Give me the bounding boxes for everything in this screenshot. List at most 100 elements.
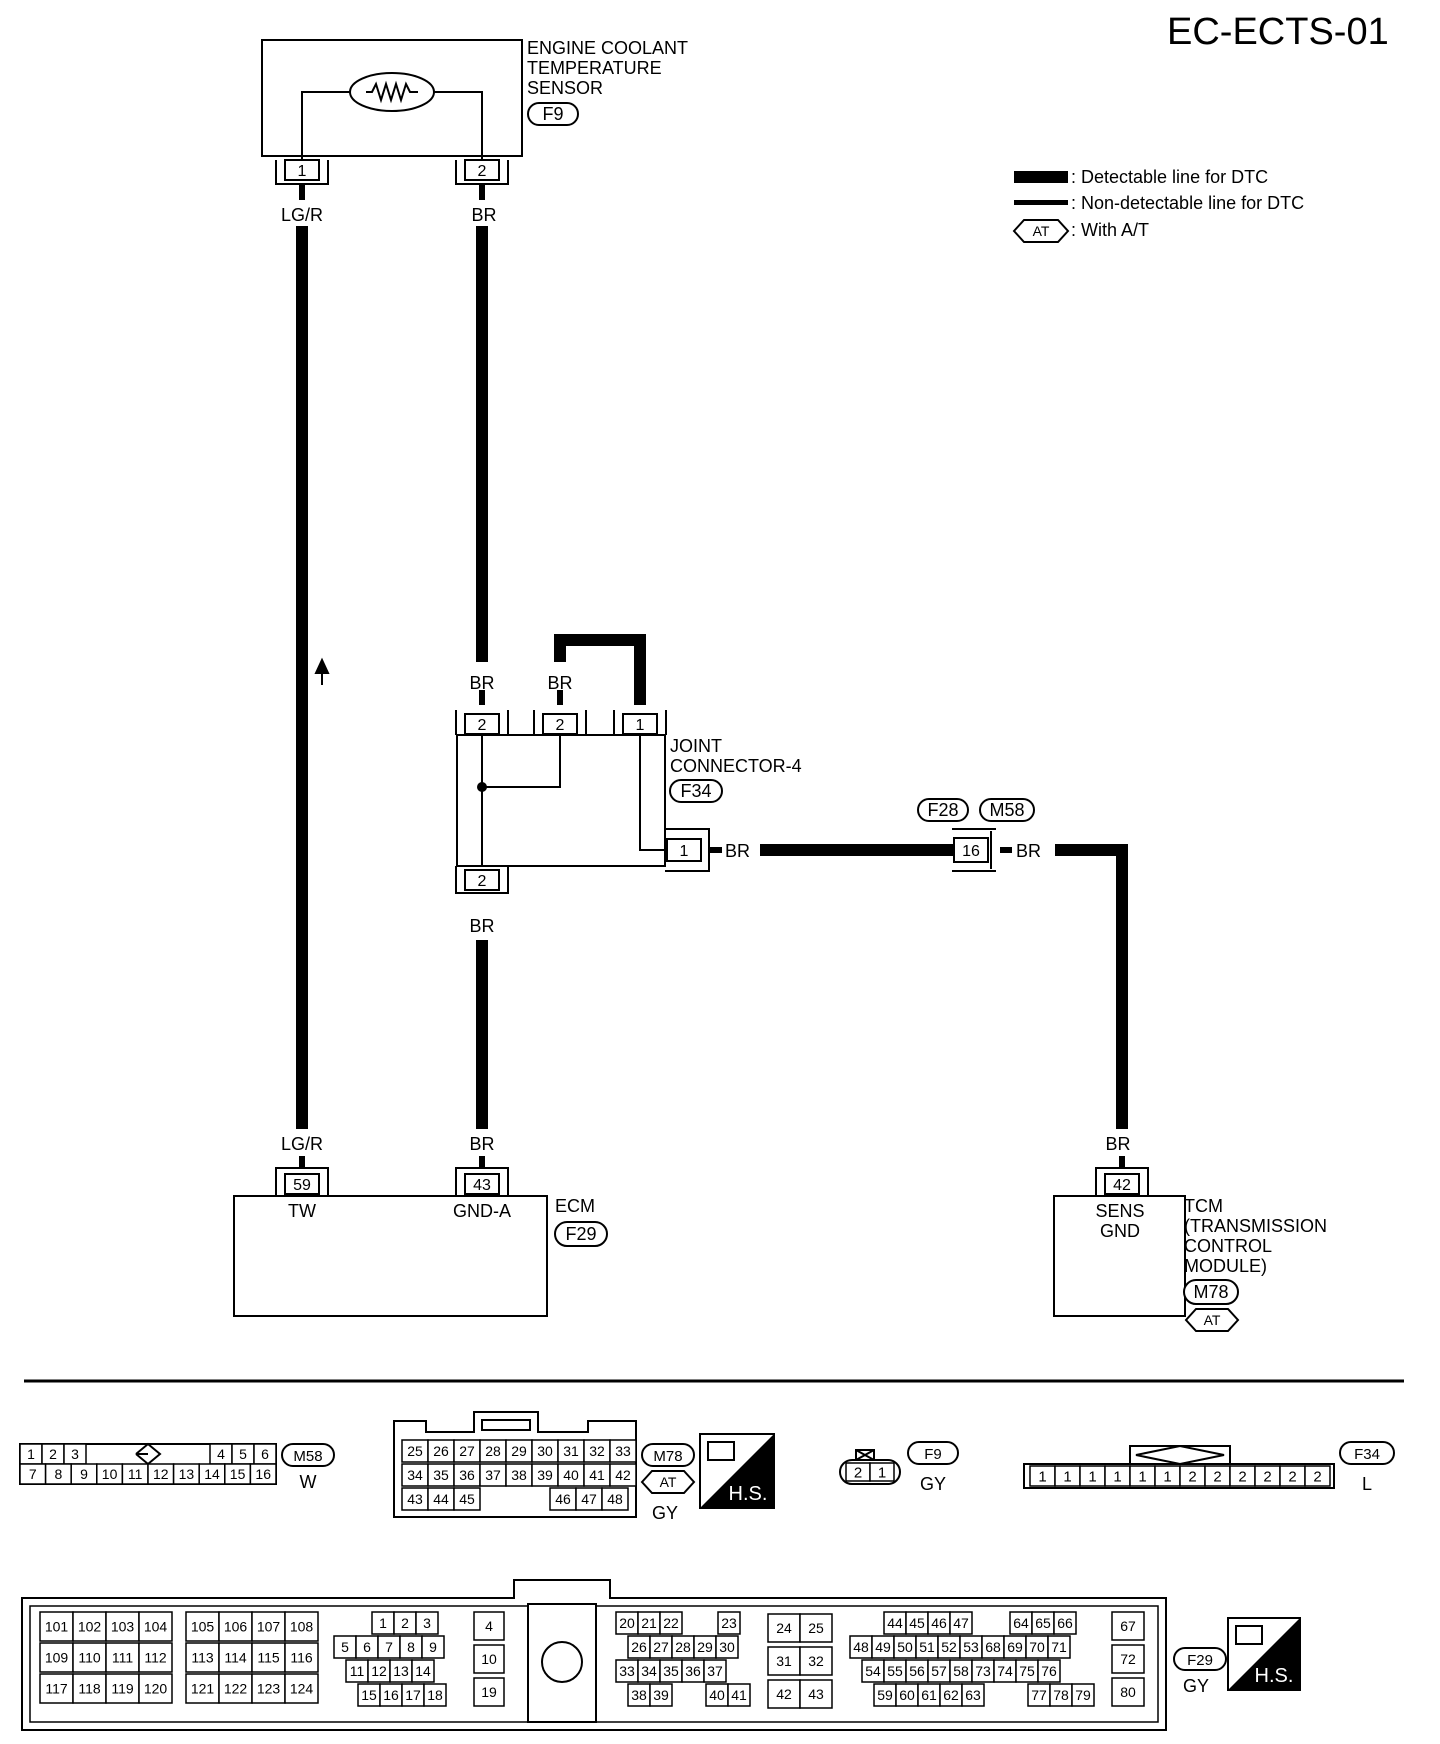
svg-text:10: 10 <box>102 1466 118 1482</box>
svg-text:112: 112 <box>144 1650 167 1666</box>
wire-label-lgr-bottom: LG/R <box>281 1134 323 1154</box>
f29-pin-62: 62 <box>939 1683 963 1707</box>
svg-text:41: 41 <box>589 1467 605 1483</box>
f29-pin-108: 108 <box>284 1611 319 1642</box>
m78-pin-37: 37 <box>479 1463 507 1487</box>
svg-text:26: 26 <box>631 1639 647 1655</box>
ecm-terminal-tw: TW <box>288 1201 316 1221</box>
wire-label-br-ecm: BR <box>469 1134 494 1154</box>
svg-text:1: 1 <box>298 163 307 180</box>
f29-pin-65: 65 <box>1031 1611 1055 1635</box>
m78-hs-badge: H.S. <box>699 1433 775 1509</box>
m78-badge <box>641 1443 695 1467</box>
tcm-name-line4: MODULE) <box>1184 1256 1267 1276</box>
svg-text:33: 33 <box>619 1663 635 1679</box>
svg-text:118: 118 <box>78 1681 101 1697</box>
f29-pin-9: 9 <box>421 1635 445 1659</box>
m78-pin-40: 40 <box>557 1463 585 1487</box>
svg-text:2: 2 <box>1238 1468 1246 1485</box>
svg-text:1: 1 <box>1138 1468 1146 1485</box>
f29-pin-26: 26 <box>627 1635 651 1659</box>
svg-text:61: 61 <box>921 1687 937 1703</box>
legend: : Detectable line for DTC : Non-detectab… <box>1012 167 1304 243</box>
wire-br-harness-to-tcm <box>1055 844 1128 1129</box>
svg-text:123: 123 <box>257 1681 281 1697</box>
wire-label-br-harness-right: BR <box>1016 841 1041 861</box>
m58-pin-13: 13 <box>172 1463 200 1485</box>
joint-name-line2: CONNECTOR-4 <box>670 756 802 776</box>
f34-tab <box>1129 1445 1231 1465</box>
f34-badge <box>1339 1441 1395 1465</box>
sensor-name-line1: ENGINE COOLANT <box>527 38 688 58</box>
svg-text:18: 18 <box>427 1687 443 1703</box>
legend-non-detectable-swatch <box>1014 200 1068 205</box>
f29-pin-70: 70 <box>1025 1635 1049 1659</box>
svg-text:16: 16 <box>255 1466 271 1482</box>
tcm-terminal-line2: GND <box>1100 1221 1140 1241</box>
f34-color: L <box>1362 1474 1372 1494</box>
m78-code: M78 <box>653 1448 682 1465</box>
svg-text:12: 12 <box>371 1663 387 1679</box>
svg-text:8: 8 <box>407 1639 415 1655</box>
svg-text:2: 2 <box>1188 1468 1196 1485</box>
svg-text:116: 116 <box>290 1650 313 1666</box>
tcm-at-hexagon-icon <box>1184 1308 1240 1332</box>
f29-pin-11: 11 <box>345 1659 369 1683</box>
joint-pin-top-mid: 2 <box>533 710 587 735</box>
f34-pin-1: 1 <box>1054 1465 1081 1487</box>
sensor-name-line3: SENSOR <box>527 78 603 98</box>
svg-text:64: 64 <box>1013 1615 1029 1631</box>
m78-pin-42: 42 <box>609 1463 637 1487</box>
f29-pin-42: 42 <box>767 1679 801 1709</box>
svg-text:42: 42 <box>1113 1177 1131 1194</box>
f29-pin-116: 116 <box>284 1642 319 1673</box>
svg-text:74: 74 <box>997 1663 1013 1679</box>
svg-text:5: 5 <box>341 1639 349 1655</box>
f29-pin-101: 101 <box>39 1611 74 1642</box>
f29-pin-112: 112 <box>138 1642 173 1673</box>
f29-pin-48: 48 <box>849 1635 873 1659</box>
f29-pin-53: 53 <box>959 1635 983 1659</box>
ecm-pin-43: 43 <box>455 1167 509 1196</box>
joint-pin-top-left: 2 <box>455 710 509 735</box>
f34-code: F34 <box>1354 1446 1380 1463</box>
tcm-at-symbol: AT <box>1204 1312 1221 1328</box>
svg-text:2: 2 <box>478 717 487 734</box>
m78-color: GY <box>652 1503 678 1523</box>
svg-text:41: 41 <box>731 1687 747 1703</box>
m58-pin-1: 1 <box>19 1443 43 1465</box>
svg-text:9: 9 <box>80 1466 88 1482</box>
svg-text:40: 40 <box>563 1467 579 1483</box>
svg-text:35: 35 <box>433 1467 449 1483</box>
harness-pin-box <box>953 837 989 863</box>
f29-pin-75: 75 <box>1015 1659 1039 1683</box>
svg-text:59: 59 <box>877 1687 893 1703</box>
f29-pin-106: 106 <box>218 1611 253 1642</box>
joint-pin-bottom: 2 <box>455 866 509 894</box>
m78-pin-46: 46 <box>549 1487 577 1511</box>
f29-pin-35: 35 <box>659 1659 683 1683</box>
f29-pin-52: 52 <box>937 1635 961 1659</box>
wire-label-br-joint-a: BR <box>469 673 494 693</box>
svg-text:43: 43 <box>808 1686 824 1702</box>
wire-label-br-top: BR <box>471 205 496 225</box>
f29-pin-17: 17 <box>401 1683 425 1707</box>
m58-pin-12: 12 <box>147 1463 175 1485</box>
svg-text:34: 34 <box>407 1467 423 1483</box>
f29-pin-121: 121 <box>185 1673 220 1704</box>
m78-pin-29: 29 <box>505 1439 533 1463</box>
svg-text:23: 23 <box>721 1615 737 1631</box>
joint-connector-4: 2 2 1 1 2 JOINT CONNECTOR-4 F34 <box>455 710 802 894</box>
m58-pin-15: 15 <box>224 1463 252 1485</box>
harness-connector-f28-m58: F28 M58 16 <box>917 798 1035 872</box>
harness-badge-f28 <box>917 798 969 822</box>
svg-text:47: 47 <box>953 1615 969 1631</box>
f29-pin-105: 105 <box>185 1611 220 1642</box>
svg-text:28: 28 <box>485 1443 501 1459</box>
svg-text:2: 2 <box>49 1446 57 1462</box>
f29-pin-115: 115 <box>251 1642 286 1673</box>
svg-text:3: 3 <box>423 1615 431 1631</box>
